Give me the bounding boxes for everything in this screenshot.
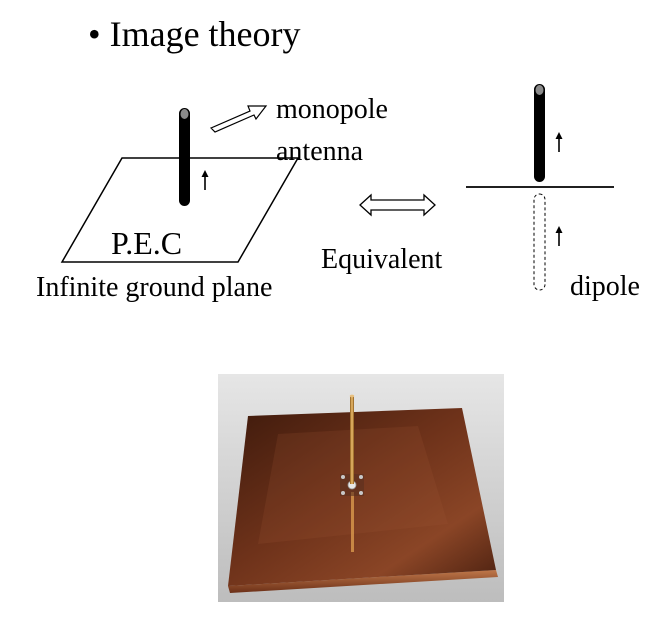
- ground-plane-label: Infinite ground plane: [36, 272, 273, 303]
- monopole-rod-tip: [180, 109, 189, 119]
- monopole-label: monopole: [276, 94, 388, 125]
- board-edge: [228, 570, 498, 593]
- dipole-image-current-arrow: [555, 226, 563, 246]
- rod-reflection: [351, 492, 354, 552]
- monopole-rod: [179, 108, 190, 206]
- pec-label: P.E.C: [111, 225, 183, 261]
- antenna-label: antenna: [276, 136, 364, 167]
- photo-monopole-rod: [350, 396, 354, 484]
- dipole-image-element: [533, 193, 546, 291]
- ground-plane-parallelogram: [60, 157, 300, 263]
- label-pointer-arrow: [209, 105, 268, 133]
- copper-ground-plane: [228, 408, 496, 586]
- equivalent-double-arrow: [359, 193, 436, 217]
- dipole-upper-tip: [535, 85, 544, 95]
- bullet-heading: • Image theory: [88, 14, 301, 54]
- equivalent-label: Equivalent: [321, 244, 443, 275]
- dipole-upper-current-arrow: [555, 132, 563, 152]
- antenna-photo: [218, 374, 504, 602]
- dipole-upper-element: [534, 84, 545, 182]
- monopole-current-arrow: [201, 170, 209, 190]
- dipole-label: dipole: [570, 271, 640, 302]
